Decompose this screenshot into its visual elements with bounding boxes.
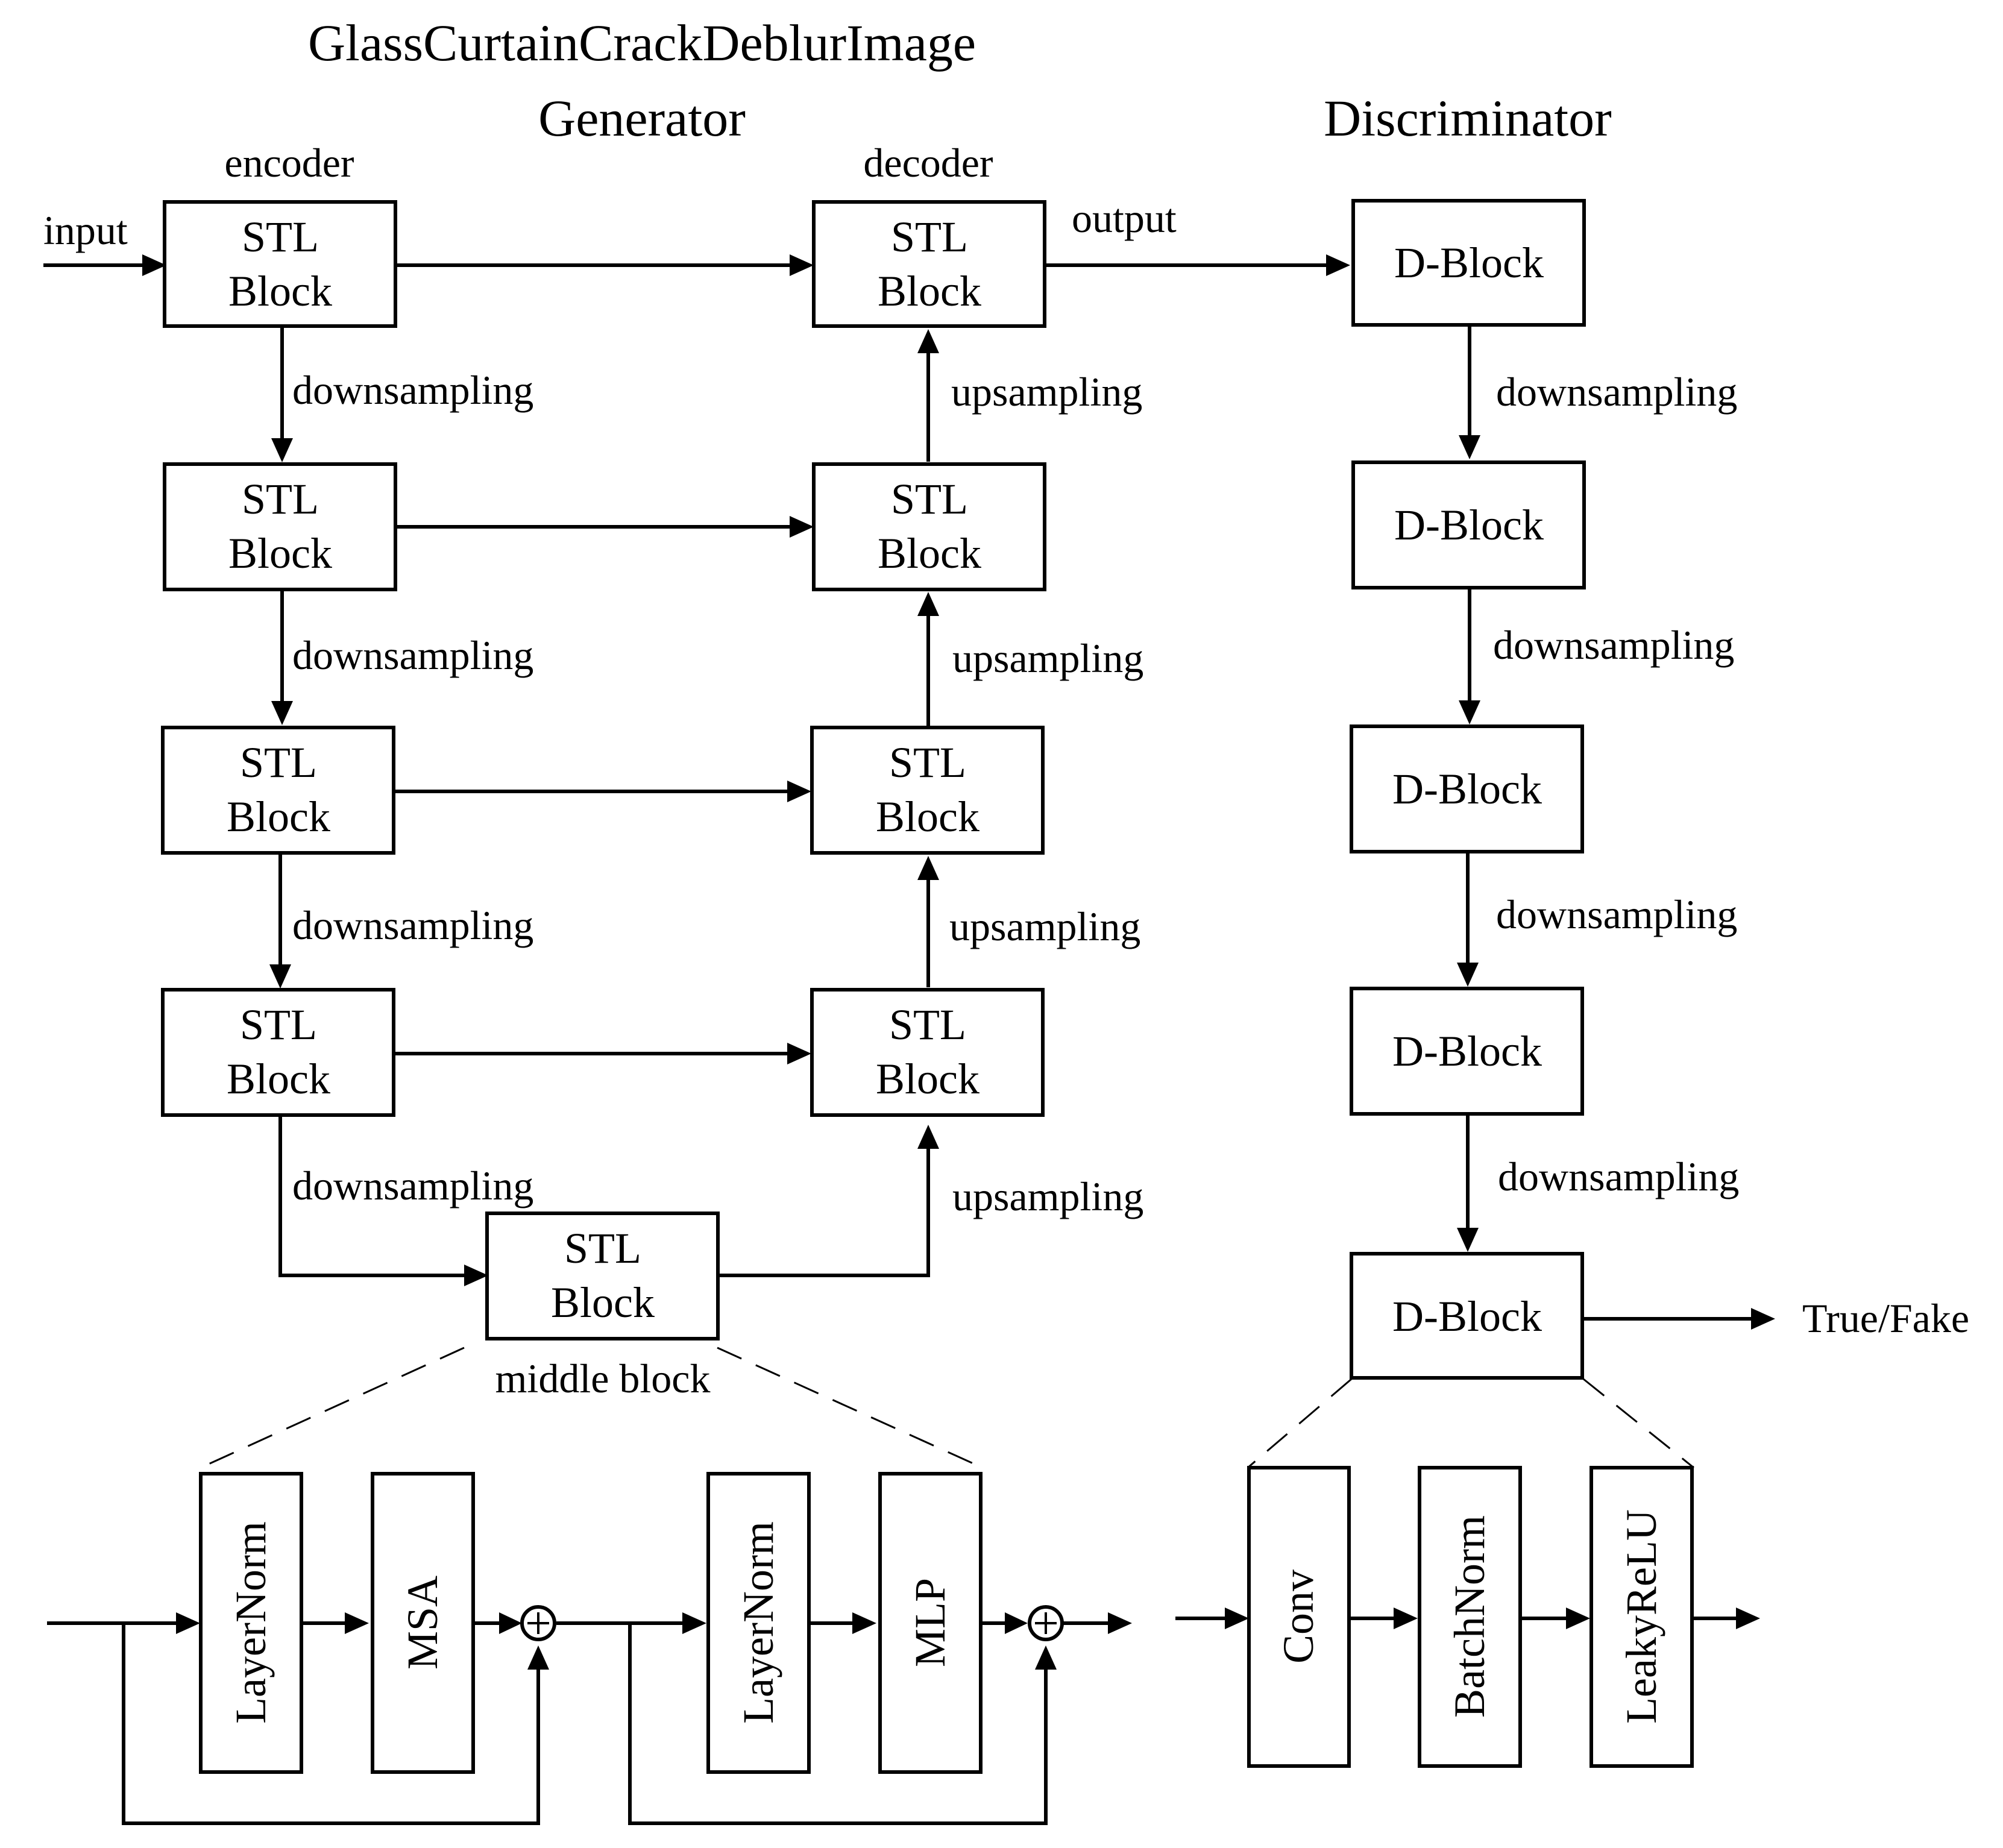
generator-heading: Generator: [538, 89, 746, 147]
down-label-enc-3: downsampling: [292, 902, 533, 948]
down-label-disc-3: downsampling: [1496, 891, 1737, 937]
svg-text:D-Block: D-Block: [1392, 1027, 1542, 1075]
decoder-label: decoder: [863, 140, 993, 186]
svg-text:MSA: MSA: [398, 1576, 447, 1670]
d-block-5: D-Block: [1350, 1252, 1584, 1380]
d-block-2: D-Block: [1351, 460, 1586, 589]
svg-text:D-Block: D-Block: [1392, 765, 1542, 813]
svg-text:BatchNorm: BatchNorm: [1445, 1515, 1494, 1718]
svg-text:Block: Block: [876, 793, 979, 841]
layernorm-block-2: LayerNorm: [706, 1472, 811, 1774]
up-label-dec-2: upsampling: [949, 904, 1140, 949]
decoder-stl-block-4: STL Block: [810, 988, 1045, 1117]
svg-text:MLP: MLP: [906, 1578, 954, 1667]
svg-text:Block: Block: [876, 1055, 979, 1103]
svg-text:Block: Block: [878, 267, 981, 315]
encoder-label: encoder: [224, 140, 354, 186]
down-label-disc-1: downsampling: [1496, 369, 1737, 415]
svg-text:D-Block: D-Block: [1394, 501, 1544, 549]
decoder-stl-block-3: STL Block: [810, 726, 1045, 855]
svg-text:STL: STL: [242, 475, 319, 523]
up-label-dec-3: upsampling: [952, 635, 1143, 681]
svg-text:Block: Block: [228, 267, 332, 315]
layernorm-block-1: LayerNorm: [199, 1472, 303, 1774]
d-block-4: D-Block: [1350, 987, 1584, 1116]
svg-text:Block: Block: [551, 1278, 655, 1327]
d-block-3: D-Block: [1350, 724, 1584, 853]
middle-stl-block: STL Block: [485, 1212, 720, 1340]
decoder-stl-block-1: STL Block: [812, 200, 1046, 328]
down-label-enc-4: downsampling: [292, 1163, 533, 1208]
svg-text:STL: STL: [889, 1001, 966, 1049]
svg-text:Block: Block: [878, 529, 981, 577]
svg-text:D-Block: D-Block: [1392, 1292, 1542, 1340]
stl-block-detail: LayerNorm MSA LayerNorm MLP: [47, 1472, 1132, 1825]
mlp-block: MLP: [878, 1472, 983, 1774]
down-label-disc-2: downsampling: [1493, 622, 1734, 668]
svg-text:STL: STL: [240, 738, 317, 787]
svg-text:STL: STL: [891, 213, 968, 261]
svg-text:LayerNorm: LayerNorm: [734, 1521, 782, 1724]
stl-detail-connections: [47, 1612, 1132, 1825]
middle-block-label: middle block: [495, 1356, 711, 1401]
svg-text:Block: Block: [228, 529, 332, 577]
encoder-stl-block-1: STL Block: [163, 200, 397, 328]
svg-text:LayerNorm: LayerNorm: [227, 1521, 275, 1724]
up-label-dec-1: upsampling: [952, 1174, 1143, 1219]
conv-block: Conv: [1247, 1466, 1351, 1768]
zoom-lines: [200, 1347, 1694, 1469]
decoder-stl-block-2: STL Block: [812, 462, 1046, 591]
down-label-enc-1: downsampling: [292, 367, 533, 413]
svg-text:STL: STL: [889, 738, 966, 787]
msa-block: MSA: [371, 1472, 475, 1774]
dblock-detail-connections: [1175, 1608, 1760, 1629]
d-block-1: D-Block: [1351, 199, 1586, 327]
svg-text:STL: STL: [242, 213, 319, 261]
diagram-title: GlassCurtainCrackDeblurImage: [308, 14, 976, 72]
svg-text:Conv: Conv: [1274, 1570, 1322, 1664]
up-label-dec-4: upsampling: [951, 369, 1142, 415]
residual-add-icon-1: [520, 1605, 556, 1641]
down-label-enc-2: downsampling: [292, 632, 533, 678]
discriminator-connections: downsampling downsampling downsampling d…: [1457, 325, 1969, 1341]
output-label: output: [1072, 195, 1177, 241]
svg-text:STL: STL: [240, 1001, 317, 1049]
encoder-stl-block-4: STL Block: [161, 988, 395, 1117]
svg-text:LeakyReLU: LeakyReLU: [1617, 1509, 1665, 1724]
svg-text:STL: STL: [891, 475, 968, 523]
generator-connections: input downsampling downsampling downsamp…: [43, 195, 1350, 1286]
down-label-disc-4: downsampling: [1498, 1154, 1739, 1199]
svg-text:STL: STL: [564, 1224, 641, 1272]
input-label: input: [43, 207, 128, 253]
discriminator-heading: Discriminator: [1324, 89, 1612, 147]
d-block-detail: Conv BatchNorm LeakyReLU: [1175, 1466, 1760, 1768]
leakyrelu-block: LeakyReLU: [1590, 1466, 1694, 1768]
residual-add-icon-2: [1028, 1605, 1064, 1641]
true-fake-label: True/Fake: [1802, 1295, 1969, 1341]
batchnorm-block: BatchNorm: [1418, 1466, 1522, 1768]
encoder-stl-block-3: STL Block: [161, 726, 395, 855]
svg-text:Block: Block: [227, 793, 330, 841]
svg-text:D-Block: D-Block: [1394, 239, 1544, 287]
encoder-stl-block-2: STL Block: [163, 462, 397, 591]
svg-text:Block: Block: [227, 1055, 330, 1103]
